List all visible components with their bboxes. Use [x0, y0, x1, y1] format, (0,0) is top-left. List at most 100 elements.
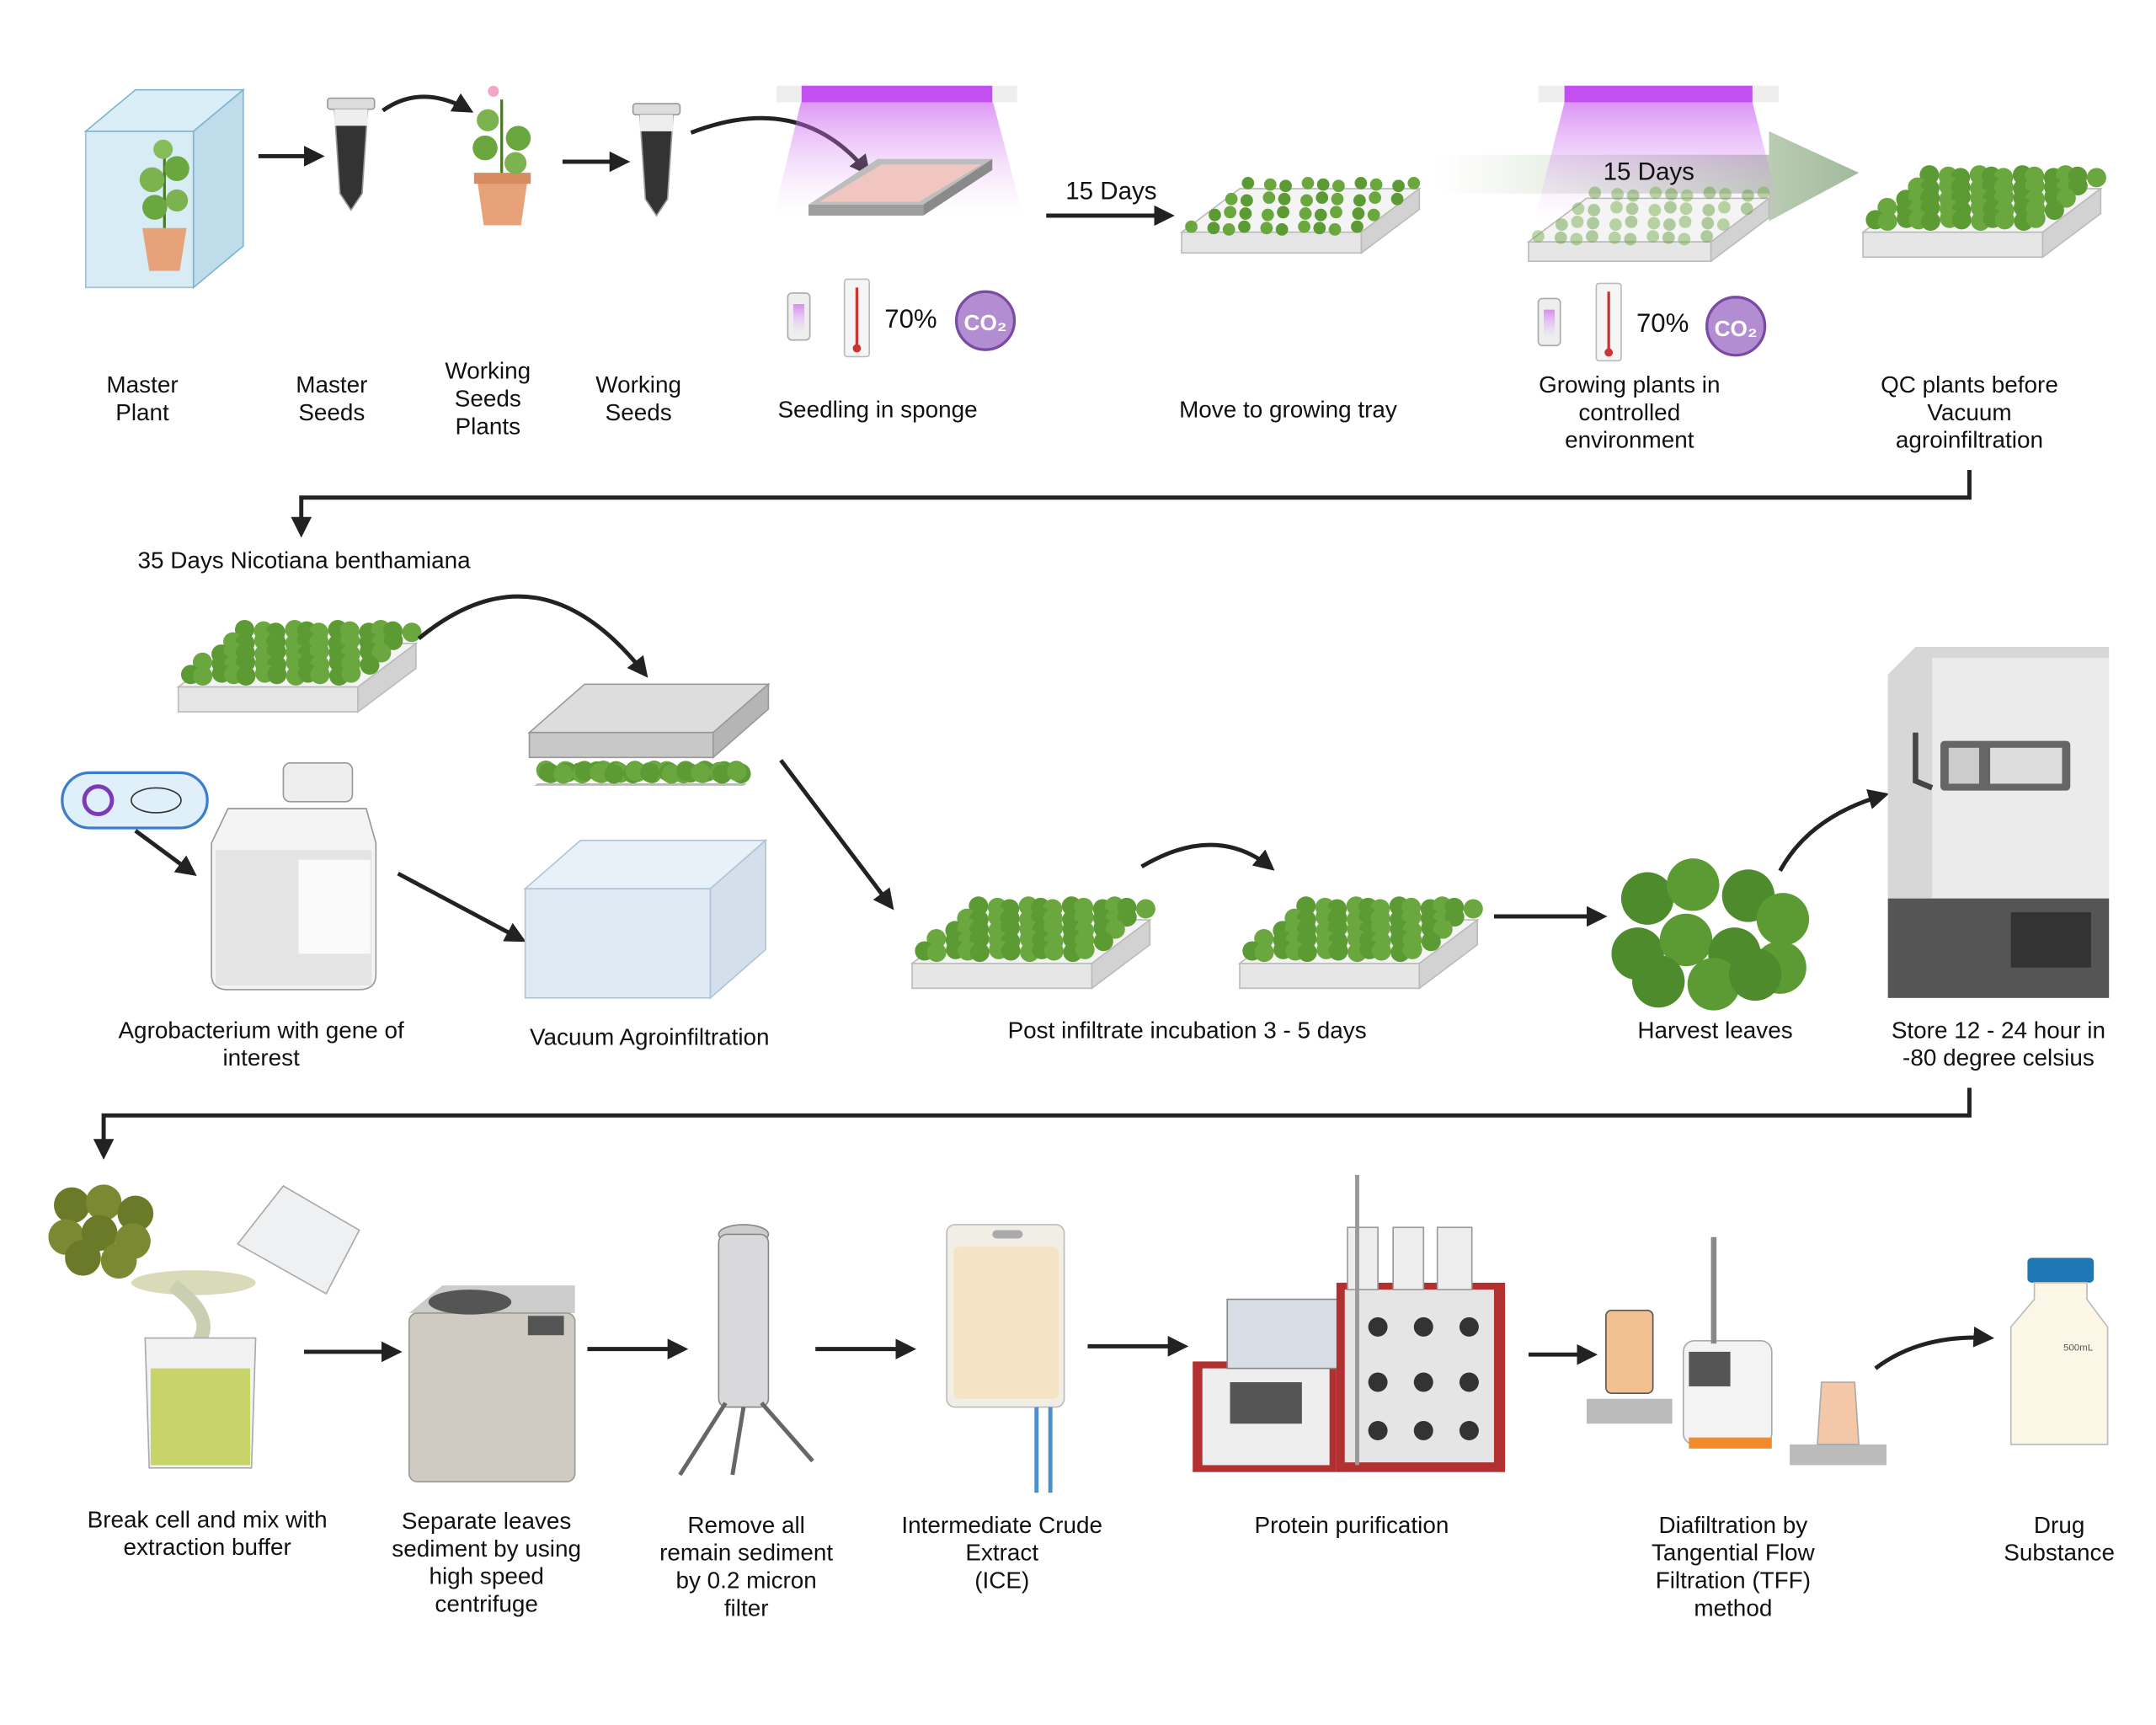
- plant-mark: [1757, 186, 1770, 200]
- plant-mark: [574, 761, 595, 782]
- plant-mark: [926, 928, 947, 948]
- plant-mark: [727, 761, 747, 782]
- plant-mark: [2086, 168, 2106, 188]
- plant-mark: [1316, 178, 1330, 191]
- master-plant-label-line: Master: [106, 371, 178, 398]
- plant-mark: [2068, 176, 2088, 195]
- plant-mark: [1611, 188, 1624, 200]
- plant-mark: [969, 928, 990, 948]
- valve-knob: [1413, 1372, 1433, 1392]
- plant-mark: [1401, 907, 1422, 927]
- plant-mark: [1254, 943, 1274, 963]
- plant-mark: [1444, 907, 1465, 927]
- plant-mark: [1390, 192, 1404, 206]
- plant-mark: [1105, 919, 1125, 939]
- ground-leaf-mark: [54, 1187, 90, 1224]
- plant-mark: [1367, 208, 1380, 222]
- plant-mark: [1609, 218, 1622, 232]
- culture-bottle-illustration: [211, 762, 377, 991]
- agrobacterium-label-line: interest: [222, 1044, 300, 1071]
- plant-mark: [1351, 220, 1364, 233]
- plant-mark: [1392, 179, 1405, 193]
- master-seeds-label-line: Seeds: [298, 399, 365, 425]
- plant-mark: [1301, 177, 1315, 190]
- environment-indicators-2: 70% CO₂: [1537, 282, 1767, 362]
- plant-mark: [1608, 231, 1621, 244]
- nicotiana-label: 35 Days Nicotiana benthamiana: [137, 547, 471, 573]
- plant-mark: [676, 761, 696, 782]
- tff-label-line: method: [1694, 1594, 1772, 1621]
- move-tray-label: Move to growing tray: [1179, 397, 1397, 423]
- plant-mark: [969, 896, 989, 916]
- plant-mark: [1074, 907, 1094, 927]
- plant-mark: [1260, 222, 1273, 235]
- plant-mark: [1463, 899, 1483, 919]
- plant-mark: [1626, 189, 1640, 202]
- plant-mark: [1369, 191, 1382, 205]
- plant-mark: [1369, 178, 1383, 191]
- plant-mark: [1331, 192, 1344, 206]
- plant-mark: [1241, 177, 1255, 190]
- working-seeds-tube-illustration: [632, 103, 681, 217]
- ground-leaves-illustration: [48, 1184, 154, 1279]
- ice-label-line: Intermediate Crude: [901, 1512, 1102, 1538]
- working-seeds-plants-label-line: Seeds: [455, 385, 521, 411]
- plant-mark: [1297, 928, 1317, 948]
- incubation-label-line: Post infiltrate incubation 3 - 5 days: [1008, 1017, 1367, 1043]
- plant-mark: [1277, 206, 1289, 219]
- plant-mark: [1678, 232, 1691, 246]
- plant-mark: [1647, 216, 1661, 230]
- plant-mark: [1224, 206, 1237, 219]
- master-plant-label-line: Plant: [115, 399, 169, 425]
- plant-mark: [1093, 932, 1113, 952]
- plant-mark: [1328, 223, 1342, 236]
- plant-mark: [1701, 216, 1715, 230]
- extraction-beaker-illustration: [131, 1184, 360, 1469]
- leaf-mark: [1728, 948, 1782, 1001]
- centrifuge-label-line: centrifuge: [435, 1590, 537, 1616]
- co2-icon: [954, 290, 1017, 351]
- plant-mark: [640, 762, 660, 782]
- plant-mark: [1352, 207, 1365, 220]
- arrow-dish-to-bottle: [134, 829, 197, 877]
- qc-tray: [1860, 165, 2106, 259]
- co2-icon: [1705, 296, 1767, 357]
- plant-mark: [1587, 216, 1599, 230]
- plant-mark: [1327, 918, 1348, 938]
- plant-mark: [1209, 208, 1221, 222]
- chromatography-system-illustration: [1193, 1174, 1506, 1472]
- plant-mark: [1371, 941, 1391, 961]
- valve-knob: [1459, 1420, 1479, 1440]
- purification-label: Protein purification: [1254, 1512, 1449, 1538]
- filter-label-line: remain sediment: [659, 1540, 833, 1566]
- tff-label-line: Diafiltration by: [1659, 1512, 1808, 1538]
- duration-label-1: 15 Days: [1065, 177, 1156, 205]
- plant-mark: [236, 665, 256, 686]
- plant-mark: [1315, 191, 1329, 205]
- plant-mark: [1679, 202, 1693, 216]
- tff-system-illustration: [1586, 1236, 1886, 1466]
- plant-mark: [1354, 177, 1368, 190]
- working-seeds-plants-label-line: Working: [445, 358, 531, 384]
- plant-mark: [969, 943, 990, 963]
- purification-label-line: Protein purification: [1254, 1512, 1449, 1538]
- plant-mark: [1238, 220, 1251, 233]
- plant-mark: [1680, 189, 1694, 202]
- ground-leaf-mark: [85, 1184, 122, 1221]
- plant-mark: [1332, 179, 1345, 193]
- plant-mark: [1740, 202, 1753, 216]
- plant-mark: [1702, 204, 1716, 216]
- plant-mark: [539, 762, 558, 782]
- drug-label-line: Substance: [2004, 1540, 2115, 1566]
- plant-mark: [712, 764, 732, 784]
- tray-front: [177, 686, 359, 713]
- valve-knob: [1368, 1372, 1388, 1392]
- bottle-volume-label: 500mL: [2063, 1343, 2093, 1353]
- leaf-mark: [1756, 893, 1810, 946]
- plant-mark: [604, 764, 624, 784]
